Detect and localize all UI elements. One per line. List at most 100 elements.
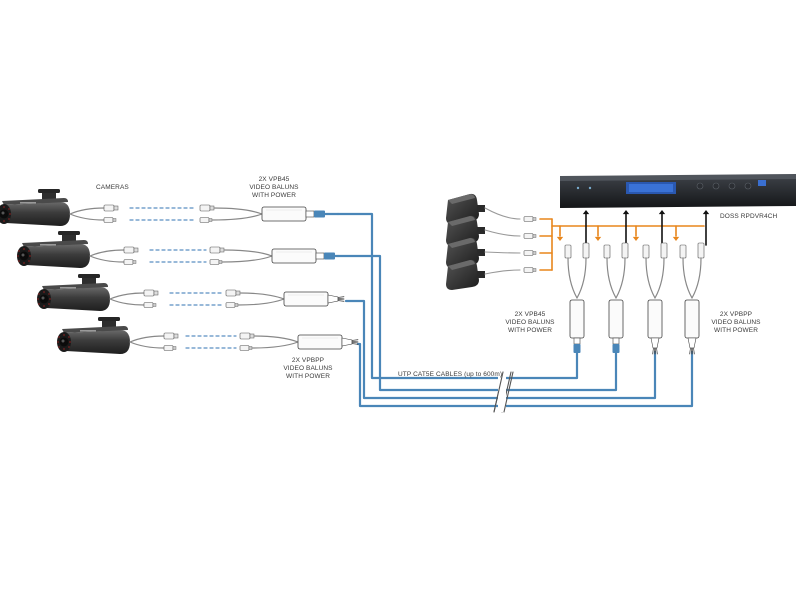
dc-plug-icon [524,251,536,256]
camera-wiring-2 [90,247,338,265]
video-balun-icon [284,292,328,306]
adapter-cord-1 [485,208,536,222]
power-arrow-down [557,237,563,241]
bnc-connector-icon [144,290,158,296]
push-pin-terminal [342,338,352,346]
video-arrow-up [703,210,709,214]
balun-pigtail-video [214,208,262,214]
dvr-balun-4 [680,243,704,354]
terminal-wire [338,301,344,302]
adapter-cord [485,230,520,236]
dc-plug-icon [240,346,252,351]
balun-pigtail-video [240,293,284,299]
video-balun-icon [685,300,699,338]
camera-3 [37,274,110,311]
rj45-connector-icon [324,253,335,260]
terminal-wire [352,340,358,341]
camera-1 [0,189,70,226]
dvr-button [745,183,751,189]
dc-plug-icon [604,245,610,258]
rj45-boot [316,253,324,259]
camera-pigtail-video [70,208,104,214]
dc-plug-icon [524,217,536,222]
dvr-model-label: DOSS RPDVR4CH [720,213,777,221]
adapter-cord [485,208,520,219]
bnc-connector-icon [104,205,118,211]
video-balun-icon [570,300,584,338]
balun-pigtail-power [238,299,284,305]
power-arrow-down [633,237,639,241]
balun-pigtail-video [224,250,272,256]
power-arrow-down [673,237,679,241]
camera-wiring-3 [110,290,344,308]
camera-wiring-4 [130,333,358,351]
terminal-wire [657,348,658,354]
cable-label: UTP CAT5E CABLES (up to 600m) [398,371,502,379]
push-pin-terminal [688,338,696,348]
bnc-connector-icon [164,333,178,339]
rj45-boot [306,211,314,217]
bnc-connector-icon [124,247,138,253]
adapter-cord [485,270,520,274]
dvr-led [589,187,591,189]
terminal-wire [690,348,691,354]
bnc-connector-icon [583,243,589,258]
camera-pigtail-video [130,336,164,342]
video-balun-icon [609,300,623,338]
balun-pigtail-video [616,258,625,298]
cameras-label: CAMERAS [96,184,129,192]
utp-cables [338,214,692,406]
camera-pigtail-power [110,299,144,305]
balun-pigtail-power [222,256,272,262]
cctv-bullet-camera-icon [0,189,70,226]
video-arrow-up [583,210,589,214]
balun-pigtail-video [577,258,586,298]
camera-wiring-1 [70,205,338,223]
bnc-connector-icon [240,333,254,339]
video-balun-icon [648,300,662,338]
dc-plug-icon [164,346,176,351]
dc-plug-icon [524,234,536,239]
dvr-balun-2 [604,243,628,353]
camera-pigtail-power [130,342,164,348]
push-pin-terminal [328,295,338,303]
rj45-boot [574,338,580,344]
balun-vpb45-right-label: 2x VPB45 VIDEO BALUNS WITH POWER [498,311,562,335]
balun-pigtail-video [254,336,298,342]
camera-4 [57,317,130,354]
bnc-connector-icon [698,243,704,258]
bnc-connector-icon [622,243,628,258]
camera-2 [17,231,90,268]
balun-vpbpp-left-label: 2x VPBPP VIDEO BALUNS WITH POWER [276,357,340,381]
balun-pigtail-video [655,258,664,298]
cctv-bullet-camera-icon [57,317,130,354]
terminal-wire [653,348,654,354]
dc-plug-icon [124,260,136,265]
rj45-connector-icon [314,211,325,218]
video-balun-icon [272,249,316,263]
rj45-boot [613,338,619,344]
bnc-connector-icon [200,205,214,211]
rj45-connector-icon [574,344,581,353]
dvr-display-inner [629,184,673,192]
dc-plug-icon [524,268,536,273]
dvr-led [577,187,579,189]
camera-pigtail-video [110,293,144,299]
dc-plug-icon [226,303,238,308]
cctv-bullet-camera-icon [17,231,90,268]
adapter-cord-2 [485,230,536,239]
power-arrow-down [595,237,601,241]
terminal-wire [338,297,344,298]
camera-pigtail-power [90,256,124,262]
dvr-button [713,183,719,189]
dc-plug-icon [144,303,156,308]
dvr-button [729,183,735,189]
video-balun-icon [262,207,306,221]
camera-pigtail-power [70,214,104,220]
dc-plug-icon [643,245,649,258]
terminal-wire [694,348,695,354]
dvr-recorder-icon [560,174,796,245]
balun-vpbpp-right-label: 2x VPBPP VIDEO BALUNS WITH POWER [704,311,768,335]
